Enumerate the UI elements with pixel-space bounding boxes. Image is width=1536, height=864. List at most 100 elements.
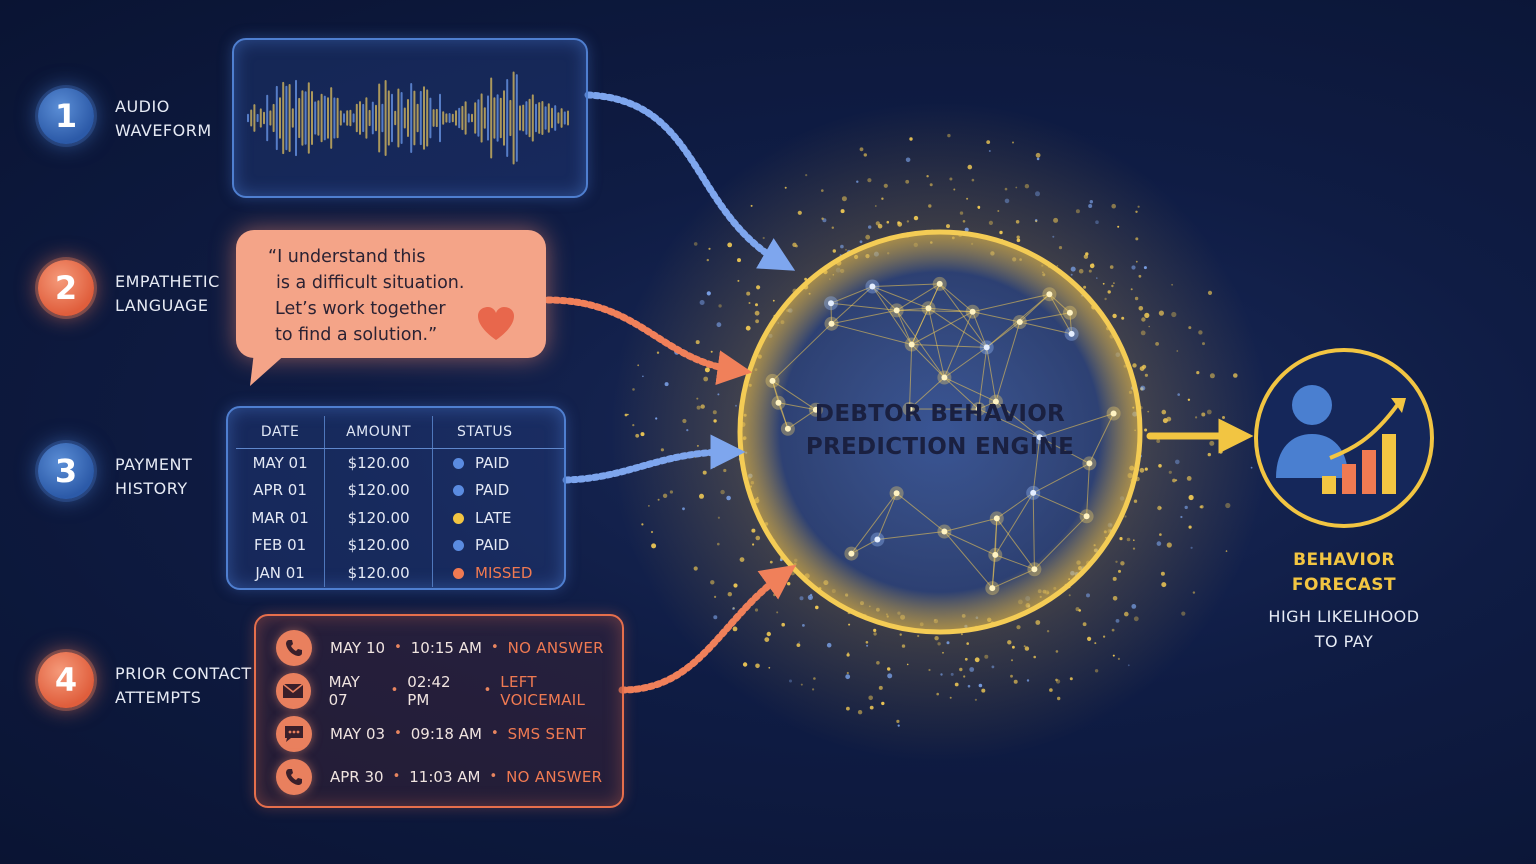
network-node — [992, 398, 999, 405]
network-node — [784, 425, 791, 432]
speckle — [739, 557, 745, 562]
speckle — [966, 642, 969, 645]
table-row: APR 01 $120.00 PAID — [236, 476, 564, 504]
speckle — [1035, 620, 1041, 625]
speckle — [1172, 478, 1176, 483]
speckle — [732, 607, 735, 610]
speckle — [826, 642, 832, 648]
speckle — [754, 608, 759, 612]
speckle — [1225, 550, 1228, 552]
network-edge — [1019, 312, 1070, 323]
speckle — [737, 258, 741, 263]
network-edge — [996, 492, 1034, 519]
speckle — [1195, 416, 1198, 419]
speckle — [1133, 539, 1135, 541]
speckle — [986, 140, 991, 145]
speckle — [1137, 205, 1140, 208]
speckle — [1135, 260, 1138, 263]
network-edge — [1086, 463, 1090, 517]
speckle — [1120, 561, 1125, 566]
speckle — [796, 643, 801, 647]
contact-outcome: NO ANSWER — [506, 767, 603, 786]
speckle — [1207, 290, 1213, 295]
speckle — [1026, 679, 1030, 682]
network-node — [1030, 489, 1037, 496]
speckle — [1250, 466, 1253, 469]
speckle — [1010, 674, 1013, 678]
speckle — [1082, 622, 1087, 627]
speckle — [798, 641, 800, 643]
speckle — [1083, 254, 1089, 259]
speckle — [967, 164, 973, 170]
speckle — [934, 636, 939, 641]
speckle — [732, 626, 738, 632]
network-edge — [972, 293, 1050, 313]
speckle — [800, 683, 803, 686]
speckle — [635, 433, 640, 438]
speckle — [712, 410, 717, 415]
payment-table-header: DATE AMOUNT STATUS — [236, 416, 564, 449]
speckle — [1175, 479, 1178, 482]
speckle — [713, 419, 717, 423]
network-node — [812, 406, 819, 413]
quote-text: “I understand this is a difficult situat… — [268, 244, 464, 348]
forecast-subtitle-line: TO PAY — [1314, 632, 1374, 651]
speckle — [1115, 560, 1118, 563]
speckle — [1004, 187, 1008, 191]
speckle — [627, 413, 629, 416]
step-label-audio: AUDIO WAVEFORM — [115, 95, 212, 143]
speckle — [632, 424, 635, 427]
network-edge — [772, 380, 779, 403]
speckle — [802, 624, 805, 627]
network-node — [925, 305, 932, 312]
network-edge — [978, 347, 988, 410]
speckle — [954, 682, 959, 687]
network-edge — [896, 283, 940, 311]
step-label-line: EMPATHETIC — [115, 272, 220, 291]
payment-status: LATE — [433, 504, 565, 532]
speckle — [841, 196, 847, 202]
speckle — [1180, 515, 1183, 519]
network-edge — [1032, 437, 1041, 493]
speckle — [878, 685, 883, 690]
speckle — [718, 304, 722, 308]
payment-amount: $120.00 — [324, 476, 433, 504]
speckle — [1161, 409, 1167, 415]
step-badge-4: 4 — [38, 652, 94, 708]
speckle — [940, 673, 943, 676]
speckle — [708, 247, 711, 250]
network-node — [1110, 410, 1117, 417]
network-node — [1086, 460, 1093, 467]
status-dot — [453, 457, 464, 469]
status-text: LATE — [475, 508, 512, 527]
speckle — [964, 227, 969, 232]
network-edge — [896, 492, 945, 532]
speckle — [1162, 418, 1168, 424]
network-edge — [831, 309, 897, 325]
speckle — [928, 668, 931, 672]
speckle — [1024, 184, 1030, 189]
network-node — [1068, 330, 1075, 337]
network-edge — [995, 554, 1035, 570]
speckle — [953, 188, 956, 191]
payment-status: PAID — [433, 449, 565, 477]
speckle — [682, 418, 687, 424]
speckle — [732, 607, 735, 610]
speckle — [881, 701, 885, 706]
speckle — [1053, 217, 1059, 223]
speckle — [960, 633, 963, 636]
speckle — [1078, 609, 1081, 612]
network-edge — [871, 286, 913, 345]
speckle — [1218, 449, 1223, 454]
speckle — [962, 220, 966, 223]
speckle — [755, 535, 761, 541]
speckle — [971, 178, 975, 182]
network-edge — [943, 311, 974, 378]
engine-title-line: PREDICTION ENGINE — [805, 434, 1075, 460]
speckle — [714, 595, 717, 599]
speckle — [1035, 152, 1041, 158]
speckle — [1166, 542, 1172, 548]
network-edge — [928, 307, 987, 348]
arrow-contacts-to-engine — [618, 564, 797, 694]
speckle — [755, 303, 758, 307]
